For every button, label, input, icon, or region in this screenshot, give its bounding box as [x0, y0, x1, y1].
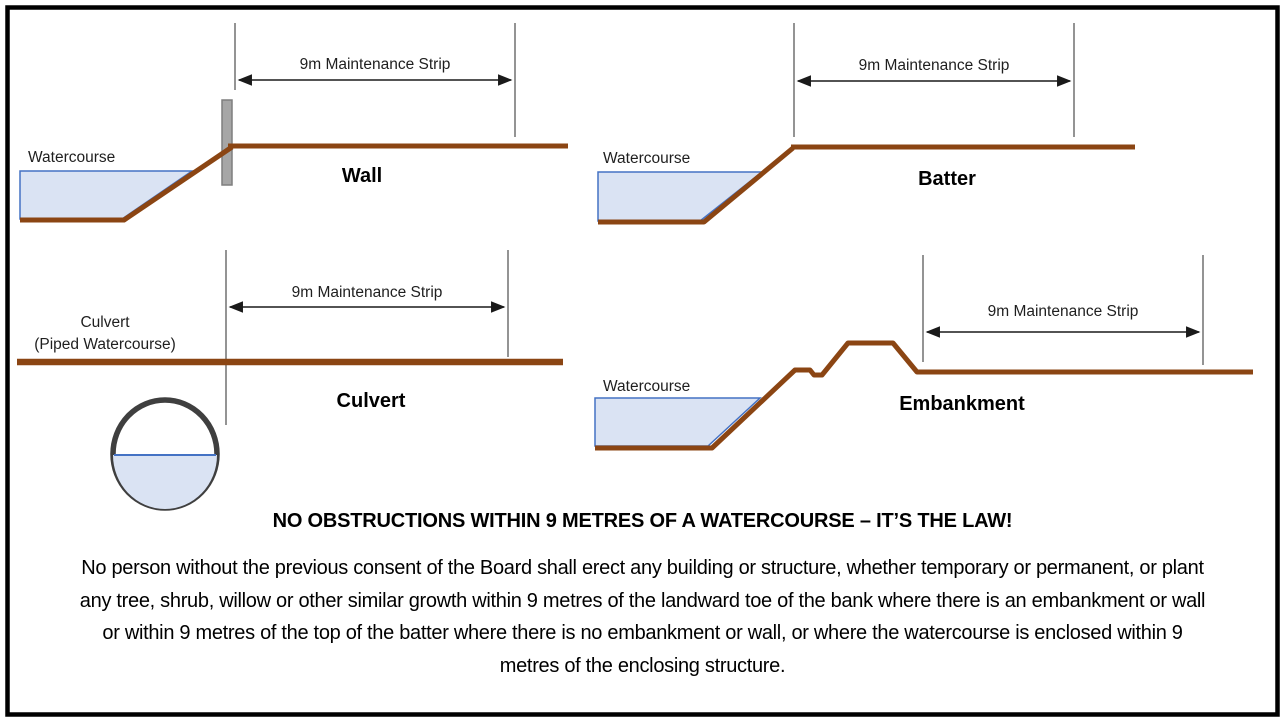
watercourse-label: Watercourse: [603, 378, 690, 395]
poster-border: [5, 5, 1280, 717]
watercourse-label: Watercourse: [28, 149, 115, 166]
notice-body-line: No person without the previous consent o…: [81, 557, 1204, 579]
wall-shape: [221, 99, 233, 186]
dimension-label: 9m Maintenance Strip: [292, 284, 443, 301]
dimension-label: 9m Maintenance Strip: [859, 57, 1010, 74]
diagram-title: Wall: [342, 165, 382, 187]
notice-body-line: any tree, shrub, willow or other similar…: [79, 589, 1206, 612]
culvert-source-label-line1: Culvert: [80, 314, 130, 331]
notice-heading: NO OBSTRUCTIONS WITHIN 9 METRES OF A WAT…: [272, 510, 1013, 532]
watercourse-shape: [594, 397, 762, 447]
embankment-diagram: 9m Maintenance Strip Watercourse Embankm…: [594, 255, 1253, 451]
bank-line: [598, 146, 795, 225]
dimension-label: 9m Maintenance Strip: [988, 303, 1139, 320]
culvert-diagram: 9m Maintenance Strip Culvert (Piped Wate…: [17, 250, 563, 511]
wall-diagram: 9m Maintenance Strip Watercourse Wall: [19, 23, 568, 223]
batter-diagram: 9m Maintenance Strip Watercourse Batter: [597, 23, 1135, 225]
notice-body: No person without the previous consent o…: [15, 552, 1270, 682]
bank-line: [595, 340, 1253, 451]
notice-body-line: or within 9 metres of the top of the bat…: [102, 622, 1183, 644]
diagram-title: Culvert: [337, 390, 406, 412]
culvert-source-label-line2: (Piped Watercourse): [34, 336, 176, 353]
bank-line: [20, 144, 234, 223]
pipe-water-fill: [113, 455, 217, 509]
watercourse-label: Watercourse: [603, 150, 690, 167]
watercourse-shape: [19, 170, 195, 220]
diagram-title: Embankment: [899, 393, 1025, 415]
notice-body-line: metres of the enclosing structure.: [499, 654, 786, 677]
dimension-label: 9m Maintenance Strip: [300, 56, 451, 73]
diagram-title: Batter: [918, 168, 976, 190]
